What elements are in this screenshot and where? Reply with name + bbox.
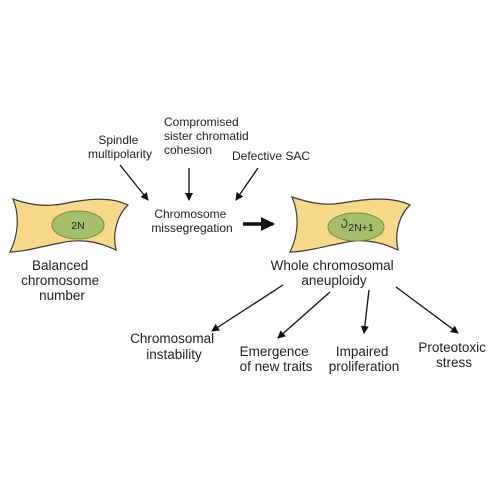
consequences: Chromosomal instability Emergence of new…: [130, 331, 489, 374]
left-cell-caption: Balanced chromosome number: [21, 258, 103, 303]
right-cell-caption: Whole chromosomal aneuploidy: [271, 258, 398, 288]
right-cell-caption-line: aneuploidy: [301, 273, 367, 288]
cause-label-line: cohesion: [164, 143, 212, 157]
consequence-arrows: [211, 284, 459, 339]
cause-label-sac: Defective SAC: [232, 149, 310, 163]
consequence-impaired-proliferation: Impaired proliferation: [329, 344, 400, 374]
left-cell: 2N Balanced chromosome number: [9, 197, 130, 303]
consequence-line: stress: [436, 355, 472, 370]
extra-chromosome-icon: [341, 219, 348, 229]
consequence-line: Impaired: [336, 344, 389, 359]
consequence-line: Chromosomal: [130, 331, 214, 346]
cause-label-line: Compromised: [164, 115, 239, 129]
cause-label-line: Spindle: [98, 133, 138, 147]
consequence-new-traits: Emergence of new traits: [240, 344, 313, 374]
cause-label-cohesion: Compromised sister chromatid cohesion: [164, 115, 252, 157]
cause-label-line: multipolarity: [88, 147, 152, 161]
arrow-chromosomal-instability: [211, 284, 284, 332]
center-label-line: missegregation: [151, 221, 232, 235]
consequence-line: proliferation: [329, 359, 400, 374]
cause-label-line: Defective SAC: [232, 149, 310, 163]
left-cell-caption-line: chromosome: [21, 273, 99, 288]
left-nucleus-label: 2N: [71, 220, 84, 232]
cause-label-spindle: Spindle multipolarity: [88, 133, 152, 161]
consequence-chromosomal-instability: Chromosomal instability: [130, 331, 218, 362]
right-cell: 2N+1 Whole chromosomal aneuploidy: [271, 196, 412, 288]
center-label: Chromosome missegregation: [151, 207, 232, 235]
arrow-impaired-proliferation: [360, 289, 370, 334]
right-cell-caption-line: Whole chromosomal: [271, 258, 394, 273]
consequence-proteotoxic-stress: Proteotoxic stress: [418, 340, 489, 370]
center-label-line: Chromosome: [154, 207, 226, 221]
causes: Spindle multipolarity Compromised sister…: [88, 115, 310, 201]
cause-label-line: sister chromatid: [164, 129, 249, 143]
consequence-line: Proteotoxic: [418, 340, 486, 355]
consequence-line: instability: [146, 347, 202, 362]
left-cell-caption-line: Balanced: [32, 258, 88, 273]
arrow-proteotoxic-stress: [395, 286, 459, 334]
arrow-new-traits: [277, 291, 331, 339]
arrow-sac: [235, 167, 259, 201]
right-nucleus: [327, 212, 385, 242]
left-cell-caption-line: number: [39, 288, 85, 303]
consequence-line: Emergence: [240, 344, 309, 359]
arrow-spindle: [119, 164, 149, 201]
consequence-line: of new traits: [240, 359, 313, 374]
right-nucleus-label: 2N+1: [348, 222, 374, 234]
left-nucleus: [51, 210, 105, 240]
